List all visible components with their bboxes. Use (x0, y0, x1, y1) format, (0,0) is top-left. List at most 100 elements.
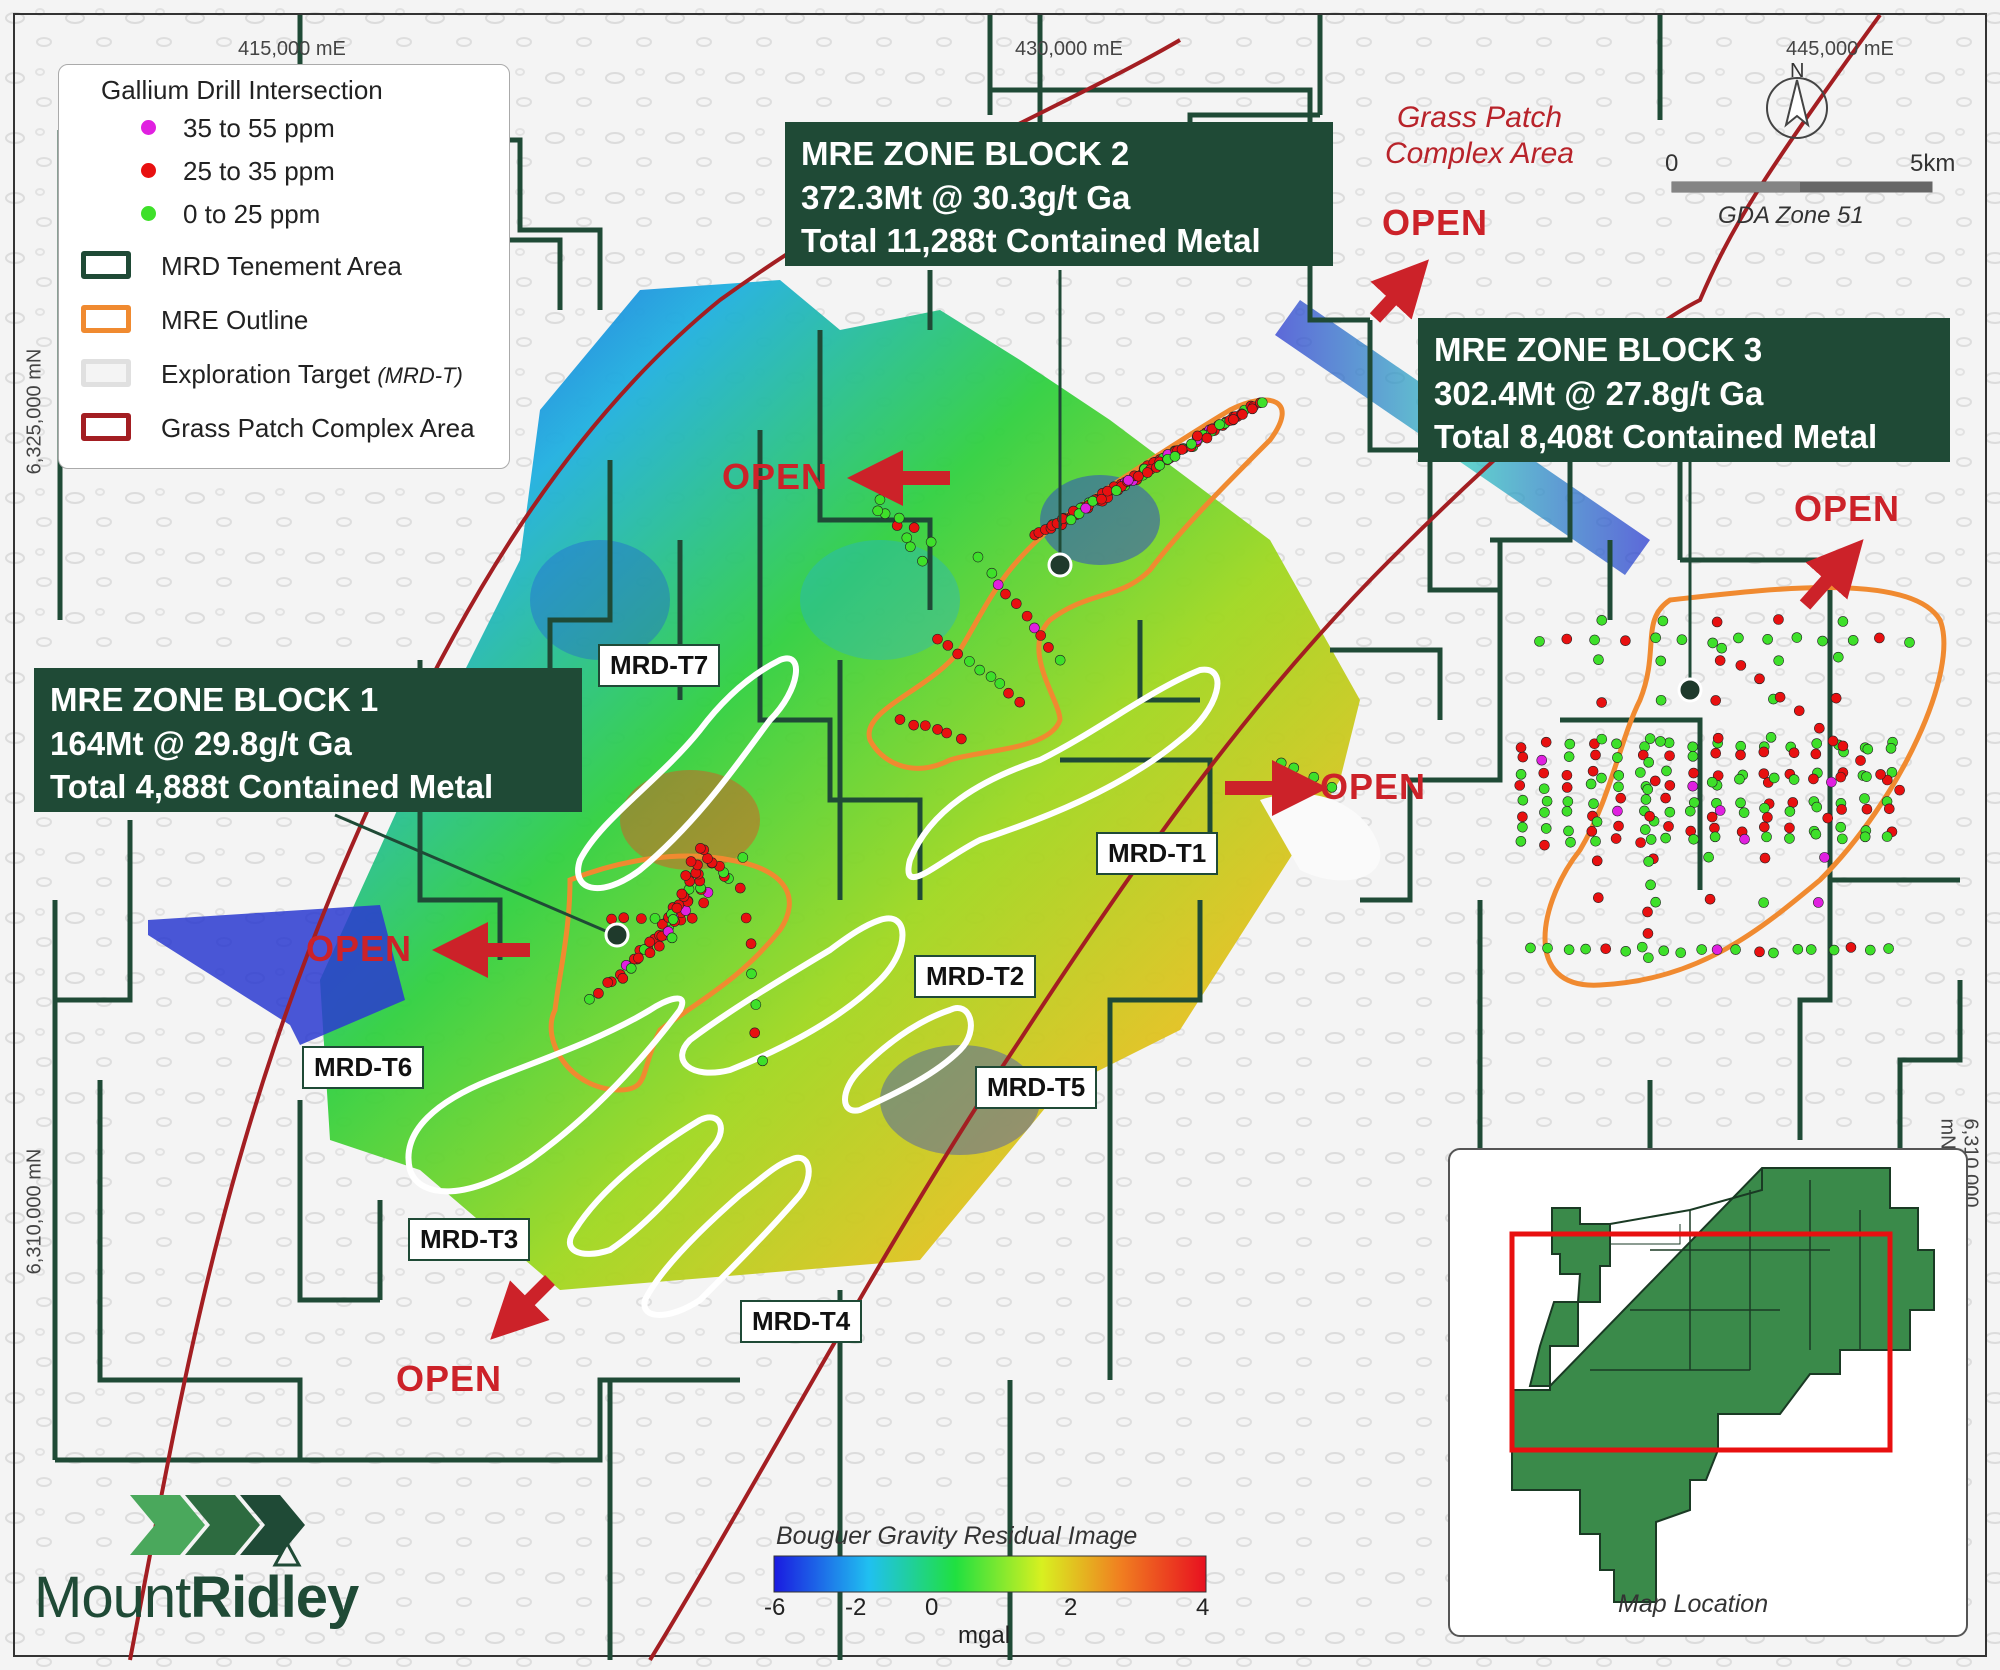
open-label-block2-west: OPEN (722, 456, 829, 497)
block-2-title: MRE ZONE BLOCK 2 (801, 135, 1130, 172)
drill-hole (1562, 796, 1574, 807)
drill-hole (974, 664, 986, 676)
drill-hole (1739, 833, 1750, 845)
target-label-t4: MRD-T4 (740, 1300, 863, 1343)
target-label-t5: MRD-T5 (975, 1066, 1098, 1109)
scale-bar (1671, 181, 1933, 193)
open-label-block1-west: OPEN (306, 928, 413, 969)
drill-hole (1758, 746, 1770, 758)
exploration-targets (405, 655, 1221, 1318)
northing-6325000: 6,325,000 mN (23, 348, 46, 475)
north-label: N (1790, 60, 1805, 82)
open-label-t1-east: OPEN (1320, 766, 1427, 807)
legend-grade-mid: 25 to 35 ppm (183, 156, 335, 186)
open-label-block3-north: OPEN (1794, 488, 1901, 529)
drill-hole (1612, 752, 1623, 763)
drill-hole (1762, 812, 1773, 823)
northing-6310000: 6,310,000 mN (23, 1148, 46, 1275)
drill-hole (1814, 722, 1825, 734)
drill-hole (1201, 432, 1213, 444)
drill-hole (1886, 766, 1898, 778)
drill-hole (901, 532, 913, 544)
drill-hole (1660, 832, 1671, 844)
drill-hole (1805, 944, 1817, 955)
legend-target-text: Exploration Target (161, 359, 371, 389)
drill-hole (1835, 771, 1847, 783)
scale-start: 0 (1665, 150, 1679, 177)
drill-hole (942, 640, 954, 651)
drill-hole (1758, 768, 1770, 779)
drill-hole (1862, 743, 1874, 755)
colorbar-title: Bouguer Gravity Residual Image (776, 1522, 1138, 1550)
drill-intersections (584, 397, 1915, 1067)
drill-hole (1881, 831, 1893, 842)
drill-hole (1684, 805, 1696, 817)
drill-hole (1761, 831, 1772, 843)
drill-hole (1859, 831, 1871, 843)
drill-hole (1759, 802, 1770, 814)
drill-hole (1186, 438, 1197, 450)
drill-hole (1754, 673, 1765, 685)
drill-hole (1228, 414, 1239, 425)
drill-hole (917, 555, 928, 567)
drill-hole (1590, 835, 1601, 847)
grass-patch-line1: Grass Patch (1396, 101, 1563, 134)
grass-patch-line2: Complex Area (1385, 137, 1574, 170)
drill-hole (1758, 897, 1769, 908)
legend-grass-patch: Grass Patch Complex Area (161, 413, 475, 443)
drill-hole (1861, 771, 1872, 782)
block-3-metal: Total 8,408t Contained Metal (1434, 418, 1878, 456)
drill-hole (1590, 749, 1601, 761)
drill-hole (1810, 828, 1822, 840)
drill-hole (1650, 632, 1661, 644)
drill-hole (894, 714, 906, 725)
drill-hole (686, 913, 698, 924)
drill-hole (1710, 695, 1721, 706)
drill-hole (1635, 837, 1646, 848)
drill-hole (1696, 944, 1708, 955)
drill-hole (1515, 742, 1527, 753)
drill-hole (1710, 747, 1722, 759)
drill-hole (1275, 757, 1287, 769)
drill-hole (1847, 635, 1859, 646)
drill-hole (746, 968, 757, 980)
drill-hole (1534, 636, 1545, 647)
drill-hole (1637, 749, 1649, 761)
drill-hole (1765, 732, 1777, 743)
drill-hole (1014, 696, 1026, 708)
drill-hole (1123, 475, 1134, 486)
legend-grade-high: 35 to 55 ppm (183, 113, 335, 143)
drill-hole (1826, 776, 1837, 788)
logo-mount: Mount (34, 1565, 191, 1630)
drill-hole (1237, 409, 1248, 420)
drill-hole (1703, 851, 1714, 863)
block-2-metal: Total 11,288t Contained Metal (801, 222, 1261, 260)
drill-hole (1612, 805, 1623, 817)
drill-hole (1687, 741, 1698, 753)
drill-hole (1636, 941, 1648, 953)
easting-430000: 430,000 mE (1015, 38, 1123, 60)
location-inset: Map Location (1448, 1148, 1968, 1637)
drill-hole (1561, 633, 1573, 645)
easting-415000: 415,000 mE (238, 38, 346, 60)
drill-hole (1539, 807, 1550, 818)
drill-hole (893, 512, 905, 524)
drill-hole (1561, 769, 1573, 781)
drill-hole (1894, 784, 1905, 796)
drill-hole (644, 936, 655, 948)
block3-marker (1677, 677, 1703, 703)
drill-hole (1645, 834, 1657, 845)
drill-hole (649, 913, 661, 924)
drill-hole (1819, 852, 1830, 863)
drill-hole (872, 505, 884, 517)
drill-hole (685, 856, 697, 867)
drill-hole (1784, 806, 1796, 817)
inset-map (1509, 1167, 1935, 1603)
drill-hole (1658, 945, 1670, 957)
drill-hole (1142, 467, 1153, 478)
drill-hole (1787, 797, 1799, 808)
logo-ridley: Ridley (190, 1565, 359, 1630)
block-1-tonnage: 164Mt @ 29.8g/t Ga (50, 724, 352, 762)
drill-hole (1564, 738, 1576, 750)
drill-hole (1735, 749, 1746, 761)
